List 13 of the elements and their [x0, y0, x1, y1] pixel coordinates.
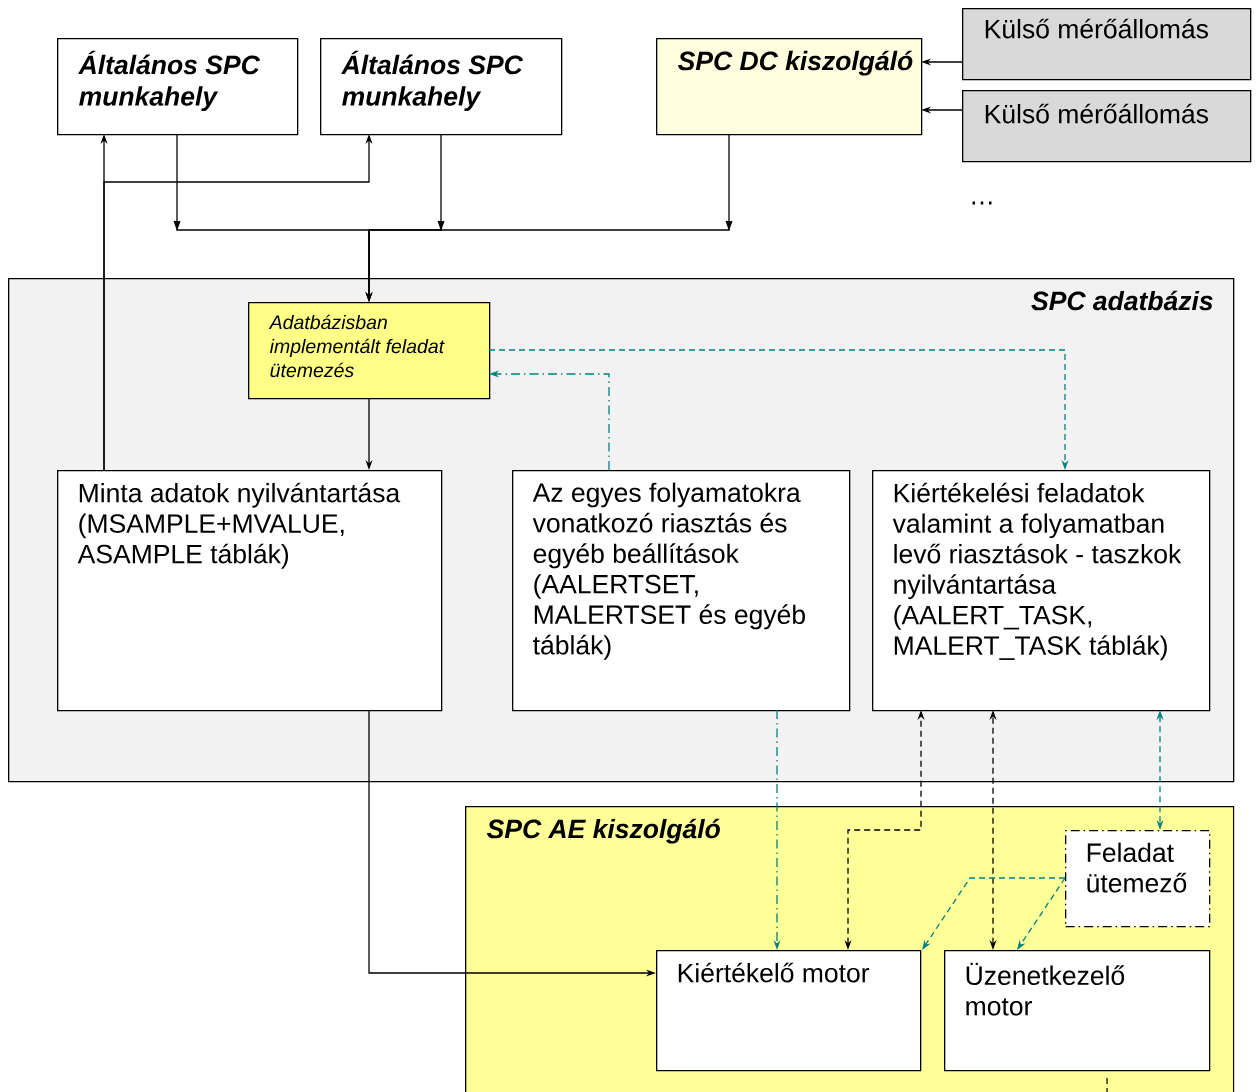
table-box: Az egyes folyamatokra vonatkozó riasztás és egyéb beállítások (AALERTSET, MALERTSET és egyéb táblák)	[512, 470, 851, 712]
table-box: Minta adatok nyilvántartása (MSAMPLE+MVALUE, ASAMPLE táblák)	[57, 470, 443, 712]
scheduler-box: Adatbázisban implementált feladat ütemezés	[248, 302, 491, 400]
ellipsis-text: …	[972, 201, 992, 205]
engine-box: Kiértékelő motor	[656, 950, 922, 1072]
table-box: Kiértékelési feladatok valamint a folyamatban levő riasztások - taszkok nyilvántartása (AALERT_TASK, MALERT_TASK táblák)	[872, 470, 1211, 712]
engine-box: Üzenetkezelő motor	[944, 950, 1211, 1072]
station-box: Külső mérőállomás	[962, 8, 1252, 81]
scheduler-box: Feladat ütemező	[1065, 830, 1211, 928]
station-box: Külső mérőállomás	[962, 90, 1252, 163]
workstation-box: Általános SPC munkahely	[57, 38, 299, 136]
workstation-box: Általános SPC munkahely	[320, 38, 563, 136]
server-box: SPC DC kiszolgáló	[656, 38, 923, 136]
